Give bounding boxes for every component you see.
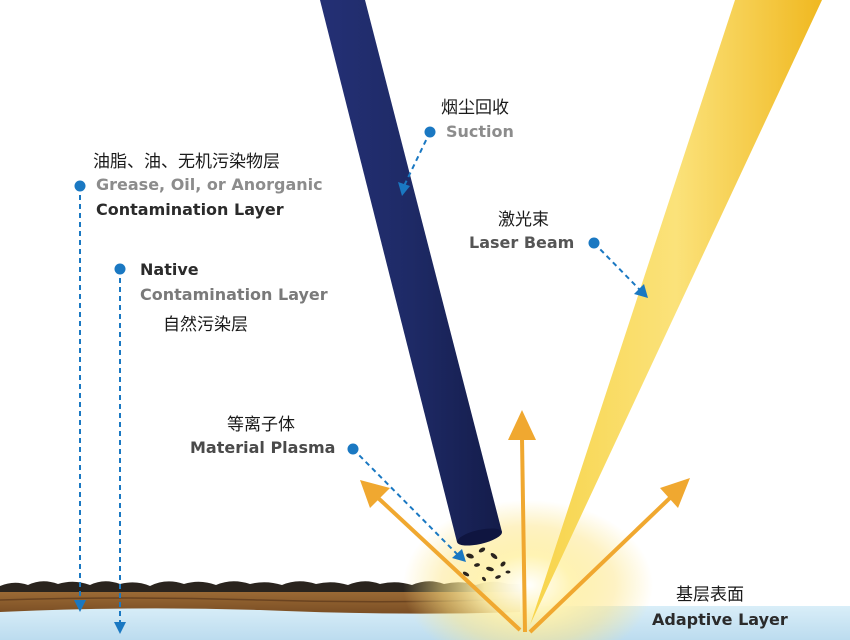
debris-particles [462, 547, 511, 582]
laser-beam [530, 0, 822, 625]
impact-glow [403, 500, 653, 640]
emission-arrows [360, 410, 690, 634]
grease-label-en-2: Contamination Layer [96, 200, 284, 219]
plasma-label-en: Material Plasma [190, 438, 336, 457]
adaptive-label-en: Adaptive Layer [652, 610, 788, 629]
callouts [79, 131, 641, 622]
suction-tube [320, 0, 502, 542]
suction-label-en: Suction [446, 122, 514, 141]
laser-label-en: Laser Beam [469, 233, 575, 252]
grease-label-en-1: Grease, Oil, or Anorganic [96, 175, 323, 194]
native-label-en-2: Contamination Layer [140, 285, 328, 304]
plasma-label-cn: 等离子体 [227, 415, 295, 435]
laser-label-cn: 激光束 [498, 210, 549, 230]
grease-contamination-layer [0, 581, 520, 592]
suction-label-cn: 烟尘回收 [441, 98, 509, 118]
adaptive-label-cn: 基层表面 [676, 585, 744, 605]
grease-label-cn: 油脂、油、无机污染物层 [93, 152, 280, 172]
native-label-en-1: Native [140, 260, 199, 279]
callout-dots [74, 126, 600, 455]
native-label-cn: 自然污染层 [163, 315, 248, 335]
suction-tube-opening [457, 528, 502, 546]
callout-arrowheads [74, 182, 648, 634]
